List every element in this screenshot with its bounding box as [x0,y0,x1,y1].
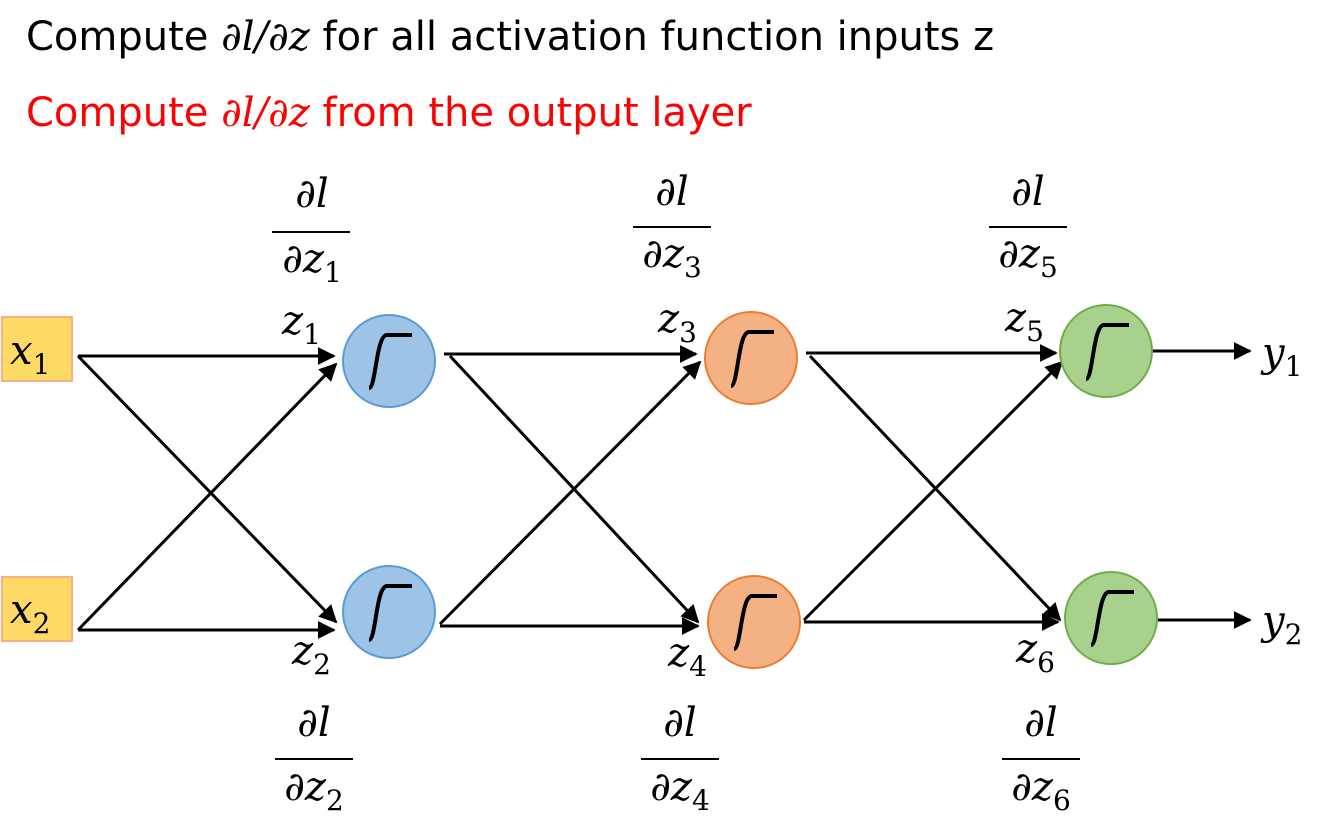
sigmoid-icon [367,333,412,390]
edge-x2-z1 [76,362,338,632]
neuron-z3 [704,311,798,405]
heading-2-text-after: from the output layer [309,90,752,136]
gradient-z6: ∂l ∂z6 [1002,700,1080,817]
neuron-z5 [1059,304,1153,398]
input-x1-var: x [10,328,33,374]
gradient-z2-denominator: ∂z2 [284,764,344,817]
edge-z4-z5 [802,360,1064,622]
heading-1-math: ∂l/∂z [221,14,310,60]
gradient-z6-numerator: ∂l [1024,700,1057,746]
label-z5: z5 [1004,295,1044,348]
heading-2-text-before: Compute [26,90,222,136]
gradient-z2: ∂l ∂z2 [275,700,353,817]
gradient-z5-numerator: ∂l [1011,169,1044,215]
edges [76,342,1252,639]
gradient-z2-numerator: ∂l [297,700,330,746]
output-y1: y1 [1260,330,1302,383]
input-x2: x2 [1,576,73,642]
gradient-z1-numerator: ∂l [295,171,328,217]
sigmoid-icon [1089,590,1134,647]
gradient-z1: ∂l ∂z1 [272,171,350,289]
sigmoid-icon [732,594,777,651]
heading-line-1: Compute ∂l/∂z for all activation functio… [26,14,994,60]
gradient-z6-denominator: ∂z6 [1011,764,1071,817]
gradient-z1-denominator: ∂z1 [282,236,342,289]
neuron-z6 [1064,571,1158,665]
heading-1-text-before: Compute [26,14,222,60]
heading-1-text-after: for all activation function inputs z [309,14,995,60]
label-z1: z1 [281,298,321,351]
gradient-z3-denominator: ∂z3 [642,231,702,284]
sigmoid-icon [1084,323,1129,381]
gradient-z4-numerator: ∂l [663,700,696,746]
gradient-z3-numerator: ∂l [655,169,688,215]
sigmoid-icon [367,584,412,642]
gradient-z4-denominator: ∂z4 [650,764,710,817]
gradient-z5: ∂l ∂z5 [989,169,1067,284]
edge-z2-z3 [438,360,702,626]
input-x2-var: x [10,587,33,633]
neuron-z4 [707,575,801,669]
neuron-z1 [342,314,436,408]
label-z6: z6 [1015,626,1055,679]
label-z3: z3 [657,296,697,349]
gradient-z4: ∂l ∂z4 [641,700,719,817]
label-z4: z4 [667,630,707,683]
output-y2: y2 [1260,598,1302,651]
edge-x1-z2 [76,354,338,624]
input-x1-sub: 1 [33,348,51,381]
heading-2-math: ∂l/∂z [221,90,310,136]
neuron-z2 [342,565,436,659]
svg-text:x2: x2 [10,587,50,640]
input-x2-sub: 2 [33,607,51,640]
input-x1: x1 [1,316,73,382]
gradient-z5-denominator: ∂z5 [998,231,1058,284]
gradient-z3: ∂l ∂z3 [633,169,711,284]
sigmoid-icon [729,330,774,388]
heading-line-2: Compute ∂l/∂z from the output layer [26,90,752,136]
label-z2: z2 [291,628,331,681]
svg-text:x1: x1 [10,328,50,381]
